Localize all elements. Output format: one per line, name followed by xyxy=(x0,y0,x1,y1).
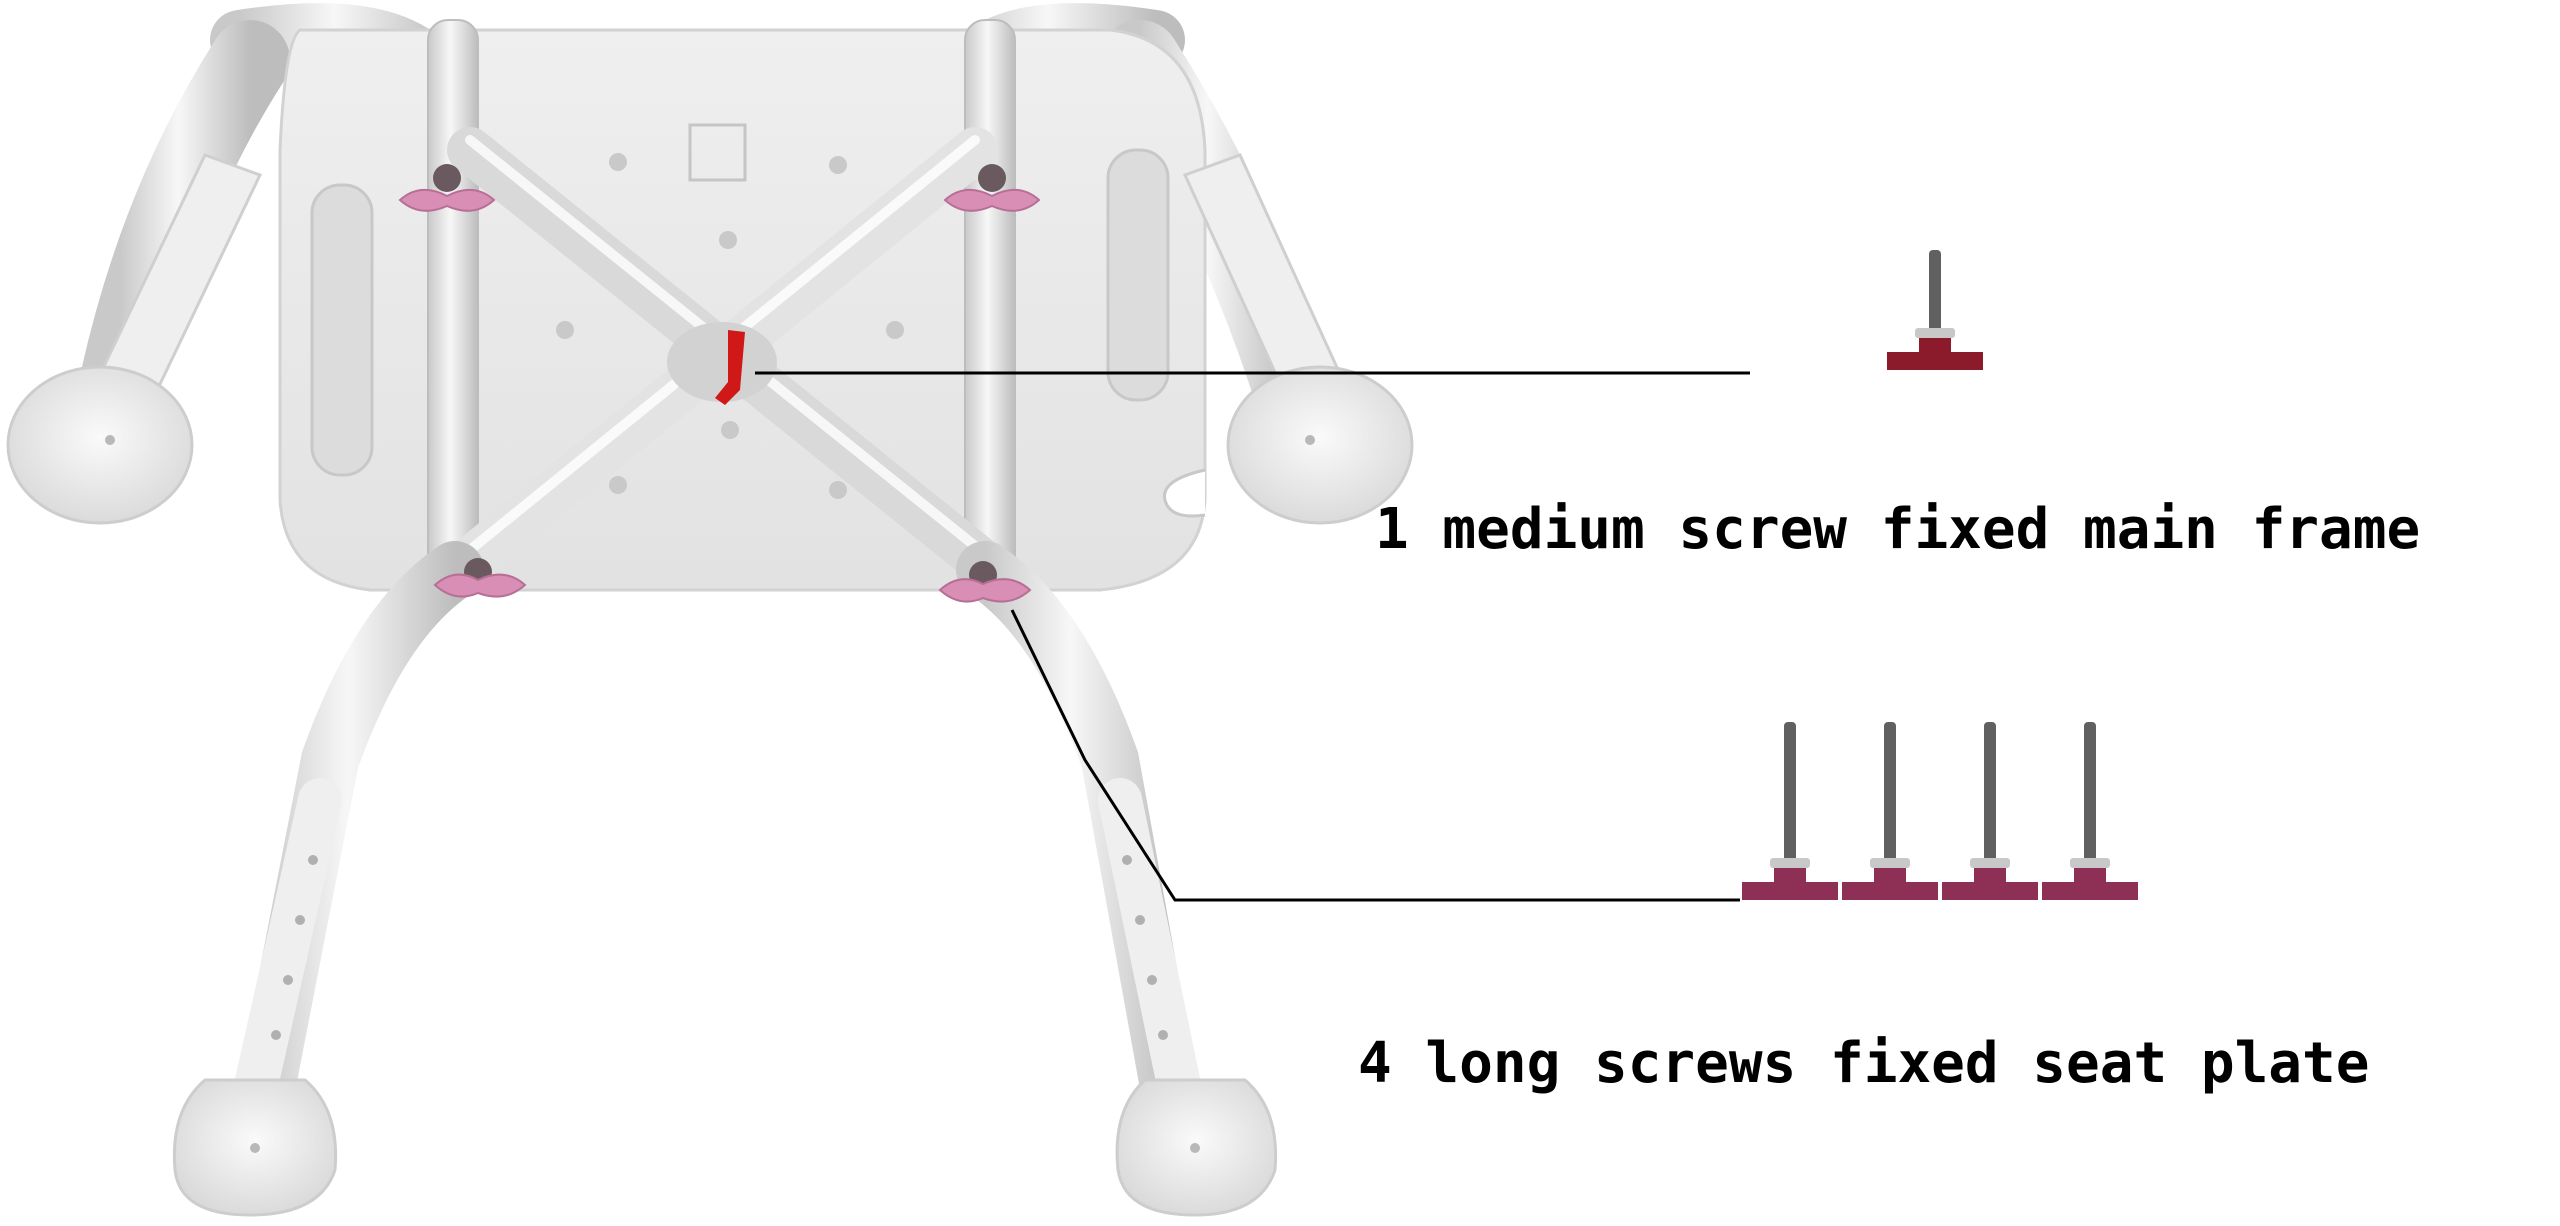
right-arm-foot-center xyxy=(1305,435,1315,445)
label-medium-screw: 1 medium screw fixed main frame xyxy=(1375,497,2420,562)
seat-slot-left xyxy=(310,183,374,477)
right-frame-post xyxy=(964,19,1016,591)
left-frame-post xyxy=(427,19,479,591)
wing-knob-top-left xyxy=(398,164,496,212)
cross-center-joint xyxy=(667,322,777,402)
long-screw-3 xyxy=(1942,722,2038,900)
right-arm-foot xyxy=(1226,365,1414,525)
seat-drain-holes xyxy=(556,153,904,499)
seat-notch xyxy=(1163,468,1206,518)
right-leg-extension xyxy=(1098,778,1202,1112)
left-arm-foot xyxy=(6,365,194,525)
leader-line-long-screws xyxy=(1010,609,1740,902)
left-leg-extension xyxy=(233,778,342,1112)
leg-adjust-holes xyxy=(271,855,1168,1040)
left-leg-foot-center xyxy=(250,1143,260,1153)
wing-knob-bottom-left xyxy=(433,558,527,598)
label-long-screws: 4 long screws fixed seat plate xyxy=(1358,1031,2369,1096)
long-screw-1 xyxy=(1742,722,1838,900)
seat-slot-right xyxy=(1106,148,1170,402)
seat-square-mark xyxy=(688,123,747,182)
right-leg-foot-center xyxy=(1190,1143,1200,1153)
long-screw-4 xyxy=(2042,722,2138,900)
long-screws-part xyxy=(1742,722,2138,900)
long-screw-2 xyxy=(1842,722,1938,900)
center-red-screw xyxy=(715,330,745,405)
wing-knob-top-right xyxy=(943,164,1041,212)
medium-screw-part xyxy=(1887,250,1983,370)
wing-knob-bottom-right xyxy=(938,561,1032,603)
shower-chair xyxy=(6,3,1414,1217)
medium-screw xyxy=(1887,250,1983,370)
left-arm-foot-center xyxy=(105,435,115,445)
